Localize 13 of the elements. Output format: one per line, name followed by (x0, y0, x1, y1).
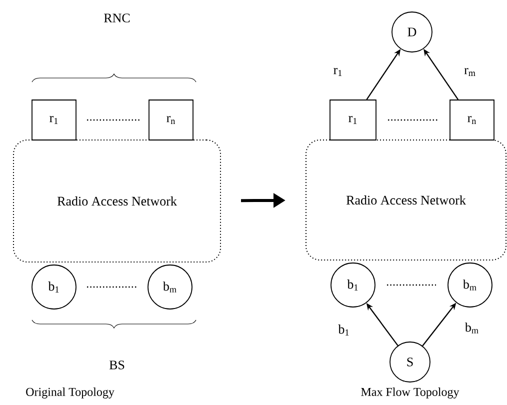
rnc-box: r$_{n}$ (450, 100, 494, 140)
network-area: Radio Access Network (13, 140, 221, 262)
rnc-box: r$_{1}$ (32, 100, 76, 140)
edge-label: r$_{m}$ (463, 67, 477, 77)
edge-label: b$_{1}$ (337, 324, 351, 336)
label: BS (109, 360, 124, 370)
label: Original Topology (26, 388, 114, 398)
rnc-box: r$_{n}$ (148, 100, 194, 140)
edge-label: b$_{m}$ (464, 322, 480, 334)
edge-label: r$_{1}$ (332, 67, 344, 77)
network-area: Radio Access Network (306, 140, 506, 260)
rnc-box: r$_{1}$ (330, 100, 376, 140)
label: RNC (104, 14, 130, 22)
